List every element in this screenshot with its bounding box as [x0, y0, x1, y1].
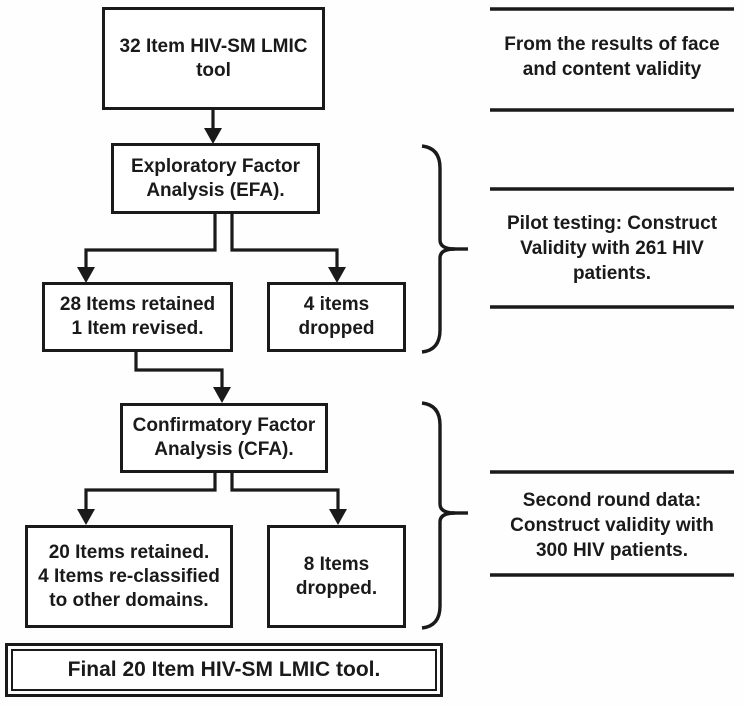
connector-cfa-to-retained-arrowhead	[77, 509, 95, 525]
box-cfa-dropped: 8 Items dropped.	[267, 525, 406, 628]
connector-cfa-to-dropped	[230, 473, 340, 511]
box-initial-tool: 32 Item HIV-SM LMIC tool	[102, 7, 325, 110]
box-efa-label: Exploratory Factor Analysis (EFA).	[131, 155, 300, 201]
box-final-tool: Final 20 Item HIV-SM LMIC tool.	[5, 643, 443, 697]
connector-retained-to-cfa-arrowhead	[213, 387, 231, 403]
connector-cfa-to-retained	[84, 473, 217, 511]
box-efa-retained-label: 28 Items retained 1 Item revised.	[59, 294, 216, 339]
connector-efa-to-retained-arrowhead	[77, 267, 95, 283]
box-efa-retained: 28 Items retained 1 Item revised.	[42, 282, 233, 352]
box-cfa: Confirmatory Factor Analysis (CFA).	[120, 403, 328, 473]
box-cfa-retained: 20 Items retained. 4 Items re-classified…	[25, 525, 233, 628]
annotation-second-round: Second round data: Construct validity wi…	[510, 490, 714, 561]
connector-efa-to-retained	[84, 213, 217, 269]
box-efa-dropped: 4 items dropped	[267, 282, 406, 352]
brace-pilot-phase	[421, 144, 456, 354]
connector-retained-to-cfa	[134, 352, 224, 389]
box-efa: Exploratory Factor Analysis (EFA).	[111, 143, 320, 214]
annotation-pilot-testing: Pilot testing: Construct Validity with 2…	[506, 213, 718, 284]
connector-efa-to-dropped	[230, 213, 339, 269]
brace-second-round-phase	[421, 401, 456, 630]
connector-cfa-to-dropped-arrowhead	[329, 509, 347, 525]
box-cfa-retained-label: 20 Items retained. 4 Items re-classified…	[38, 541, 220, 611]
connector-initial-to-efa-arrowhead	[204, 128, 222, 144]
box-cfa-dropped-label: 8 Items dropped.	[295, 553, 378, 599]
box-final-tool-label: Final 20 Item HIV-SM LMIC tool.	[67, 658, 381, 681]
box-cfa-label: Confirmatory Factor Analysis (CFA).	[132, 415, 316, 460]
connector-efa-to-dropped-arrowhead	[328, 267, 346, 283]
box-efa-dropped-label: 4 items dropped	[298, 294, 375, 339]
box-initial-tool-label: 32 Item HIV-SM LMIC tool	[119, 35, 308, 81]
annotation-face-content-validity: From the results of face and content val…	[504, 34, 720, 80]
box-final-tool-inner-border: Final 20 Item HIV-SM LMIC tool.	[11, 649, 437, 691]
